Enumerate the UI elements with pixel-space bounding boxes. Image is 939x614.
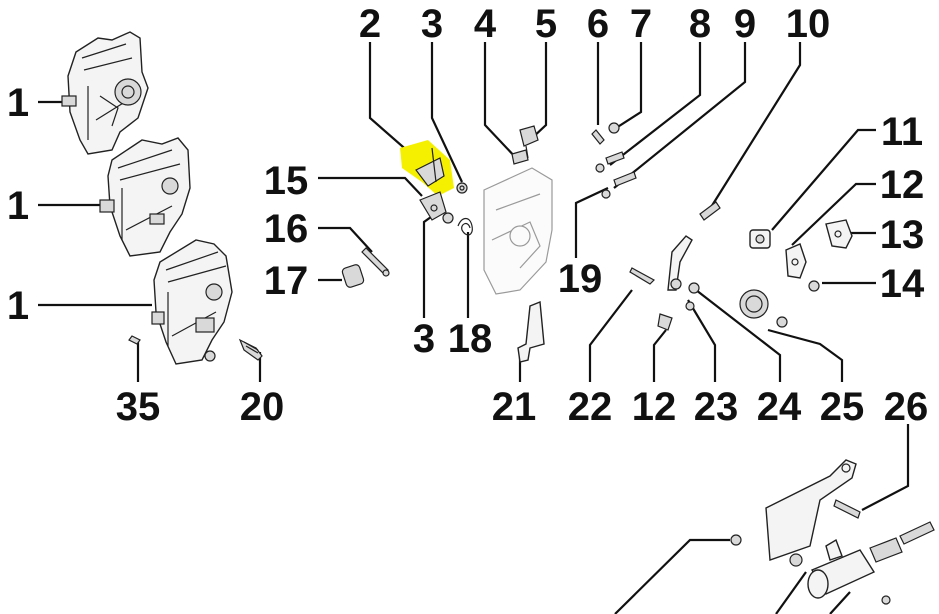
callout-10: 10: [786, 2, 831, 46]
callout-8: 8: [689, 2, 711, 46]
callout-15: 15: [264, 159, 309, 203]
lever-2-highlighted: [400, 140, 454, 196]
pin-35: [128, 335, 141, 345]
bracket-21: [517, 301, 545, 363]
callout-22: 22: [568, 385, 613, 429]
callout-6: 6: [587, 2, 609, 46]
callout-23: 23: [694, 385, 739, 429]
gear-25: [739, 289, 788, 328]
screw-9: [601, 171, 637, 199]
callout-3b: 3: [413, 317, 435, 361]
latch-plate-ghost: [483, 167, 553, 295]
callout-9: 9: [734, 2, 756, 46]
callout-12a: 12: [880, 163, 925, 207]
callout-24: 24: [757, 385, 802, 429]
callout-1a: 1: [7, 81, 29, 125]
screw-8: [605, 151, 625, 165]
leader-lines: [38, 42, 910, 614]
callout-35: 35: [116, 385, 161, 429]
callout-5: 5: [535, 2, 557, 46]
callout-26: 26: [884, 385, 929, 429]
callout-7: 7: [630, 2, 652, 46]
callout-14: 14: [880, 262, 925, 306]
callout-20: 20: [240, 385, 285, 429]
lever-22-23: [629, 235, 700, 331]
lever-15: [419, 191, 447, 221]
screw-26: [833, 499, 861, 519]
callout-4: 4: [474, 2, 497, 46]
spring-18: [457, 217, 473, 236]
bolt-6: [591, 129, 605, 145]
washer-3-top: [456, 182, 468, 194]
clip-11: [749, 229, 771, 249]
callout-17: 17: [264, 259, 309, 303]
bracket-13: [825, 219, 853, 249]
callout-18: 18: [448, 317, 493, 361]
screw-20: [238, 338, 263, 361]
callout-2: 2: [359, 2, 381, 46]
lock-assembly-1a: [61, 31, 149, 155]
bracket-12: [785, 243, 807, 279]
nut-14: [808, 280, 820, 292]
callout-21: 21: [492, 385, 537, 429]
nut-7: [595, 122, 620, 173]
bolt-5: [519, 125, 539, 159]
callout-labels: 1 1 1 2 3 4 5 6 7 8 9 10 11 12 13 14 15 …: [7, 2, 928, 429]
screw-4: [511, 149, 529, 165]
callout-19: 19: [558, 257, 603, 301]
callout-13: 13: [880, 213, 925, 257]
callout-25: 25: [820, 385, 865, 429]
lock-assembly-1b: [99, 137, 191, 257]
callout-11: 11: [881, 110, 923, 154]
callout-1c: 1: [7, 284, 29, 328]
callout-16: 16: [264, 207, 309, 251]
washer-3-bottom: [442, 212, 454, 224]
callout-3a: 3: [421, 2, 443, 46]
callout-12b: 12: [632, 385, 677, 429]
callout-1b: 1: [7, 184, 29, 228]
pin-16: [361, 247, 390, 277]
actuator-lower: [807, 521, 935, 605]
bushing-17: [341, 264, 365, 288]
lock-assembly-1c: [151, 239, 233, 365]
mounting-plate-lower: [730, 459, 857, 567]
pin-10: [699, 201, 721, 221]
